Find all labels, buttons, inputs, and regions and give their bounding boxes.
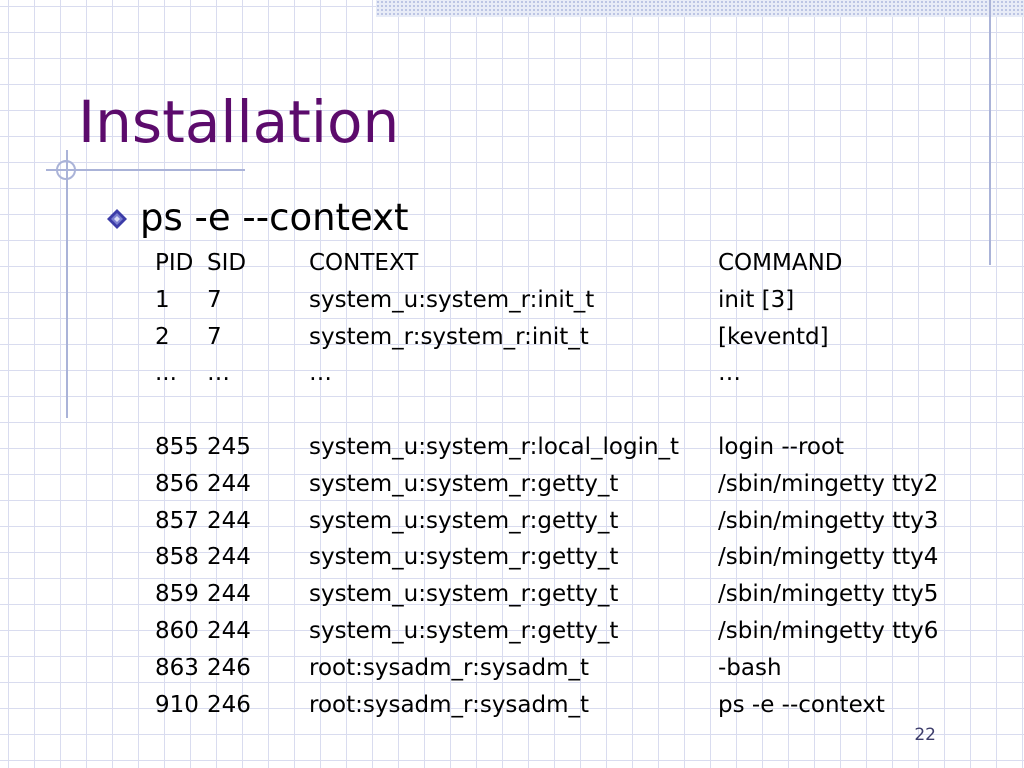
header-sid: SID bbox=[207, 250, 247, 276]
bullet-item: ps -e --context bbox=[106, 195, 409, 241]
cell-pid: 2 bbox=[155, 323, 170, 350]
cell-command: init [3] bbox=[718, 286, 795, 313]
cell-context: … bbox=[309, 360, 332, 387]
top-decor-band bbox=[376, 0, 1024, 17]
diamond-bullet-icon bbox=[107, 209, 127, 229]
cell-context: system_u:system_r:getty_t bbox=[309, 544, 619, 571]
cell-sid: 245 bbox=[207, 433, 251, 460]
cell-pid: 858 bbox=[155, 544, 199, 571]
cell-sid: 244 bbox=[207, 617, 251, 644]
cell-context: system_u:system_r:local_login_t bbox=[309, 433, 680, 460]
cell-pid: 910 bbox=[155, 691, 199, 718]
cell-sid: 244 bbox=[207, 544, 251, 571]
cell-pid: 1 bbox=[155, 286, 170, 313]
cell-context: system_u:system_r:getty_t bbox=[309, 507, 619, 534]
cell-command: /sbin/mingetty tty5 bbox=[718, 581, 939, 608]
cell-sid: 244 bbox=[207, 581, 251, 608]
cell-command: login --root bbox=[718, 433, 845, 460]
cell-sid: 7 bbox=[207, 323, 222, 350]
cell-sid: 7 bbox=[207, 286, 222, 313]
cell-context: system_u:system_r:init_t bbox=[309, 286, 595, 313]
cell-sid: 246 bbox=[207, 654, 251, 681]
right-decor-line bbox=[989, 0, 991, 265]
cell-sid: … bbox=[207, 360, 230, 387]
cell-command: [keventd] bbox=[718, 323, 829, 350]
cell-pid: 860 bbox=[155, 617, 199, 644]
cell-sid: 244 bbox=[207, 507, 251, 534]
cell-sid: 244 bbox=[207, 470, 251, 497]
cell-context: system_r:system_r:init_t bbox=[309, 323, 589, 350]
cell-context: root:sysadm_r:sysadm_t bbox=[309, 654, 590, 681]
bullet-text: ps -e --context bbox=[140, 196, 409, 239]
cell-pid: 857 bbox=[155, 507, 199, 534]
cell-sid: 246 bbox=[207, 691, 251, 718]
slide-title: Installation bbox=[78, 88, 400, 156]
cell-context: root:sysadm_r:sysadm_t bbox=[309, 691, 590, 718]
cell-context: system_u:system_r:getty_t bbox=[309, 581, 619, 608]
cell-context: system_u:system_r:getty_t bbox=[309, 617, 619, 644]
cell-pid: ... bbox=[155, 360, 177, 387]
left-decor-line bbox=[66, 150, 68, 418]
cell-command: -bash bbox=[718, 654, 782, 681]
header-command: COMMAND bbox=[718, 250, 843, 276]
cell-command: /sbin/mingetty tty4 bbox=[718, 544, 939, 571]
cell-command: /sbin/mingetty tty2 bbox=[718, 470, 939, 497]
page-number: 22 bbox=[914, 725, 936, 745]
cell-pid: 856 bbox=[155, 470, 199, 497]
cell-command: /sbin/mingetty tty3 bbox=[718, 507, 939, 534]
cell-pid: 855 bbox=[155, 433, 199, 460]
cell-context: system_u:system_r:getty_t bbox=[309, 470, 619, 497]
cell-pid: 863 bbox=[155, 654, 199, 681]
decor-circle bbox=[56, 160, 76, 180]
cell-command: … bbox=[718, 360, 741, 387]
cell-pid: 859 bbox=[155, 581, 199, 608]
title-underline bbox=[46, 169, 245, 171]
cell-command: /sbin/mingetty tty6 bbox=[718, 617, 939, 644]
header-pid: PID bbox=[155, 250, 194, 276]
header-context: CONTEXT bbox=[309, 250, 419, 276]
cell-command: ps -e --context bbox=[718, 691, 885, 718]
